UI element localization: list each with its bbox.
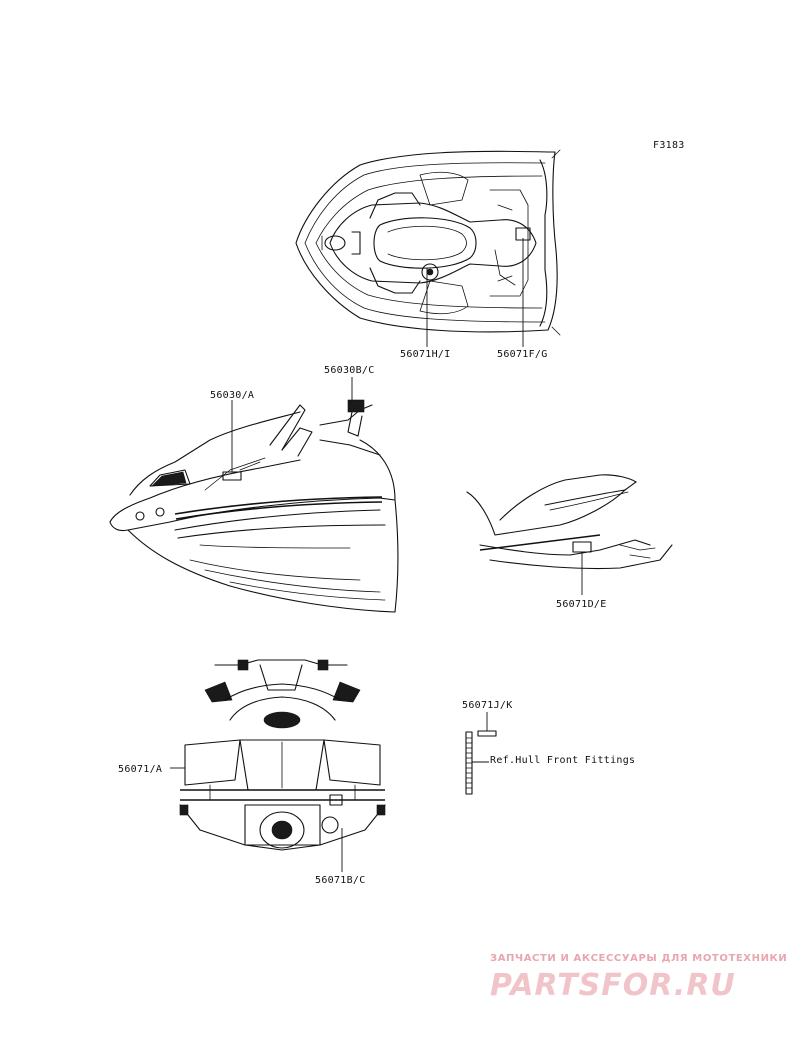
figure-id: F3183 [653, 140, 685, 151]
rear-hull-drawing [466, 474, 673, 570]
callout-label: 56030B/C [324, 365, 375, 376]
callout-label: 56030/A [210, 390, 254, 401]
watermark-tagline: ЗАПЧАСТИ И АКСЕССУАРЫ ДЛЯ МОТОТЕХНИКИ [490, 953, 787, 964]
front-view-drawing [179, 659, 386, 851]
callout-label: 56071F/G [497, 349, 548, 360]
callout-label: Ref.Hull Front Fittings [490, 755, 635, 766]
fitting-drawing [465, 730, 497, 795]
callout-label: 56071/A [118, 764, 162, 775]
top-view-drawing [295, 149, 561, 336]
side-view-drawing [109, 399, 399, 613]
watermark-logo: PARTSFOR.RU [490, 968, 736, 1003]
callout-label: 56071J/K [462, 700, 513, 711]
callout-label: 56071D/E [556, 599, 607, 610]
callout-label: 56071B/C [315, 875, 366, 886]
callout-label: 56071H/I [400, 349, 451, 360]
